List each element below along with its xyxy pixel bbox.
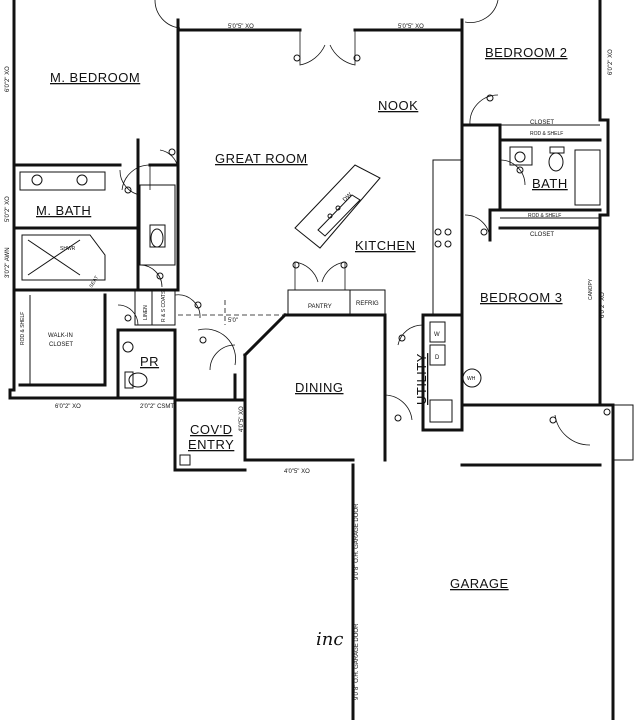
label-water-heater: WH — [467, 376, 476, 382]
kitchen-island — [294, 164, 381, 249]
dimension-notes: 5'0"5" XO 5'0"5" XO 6'0"2" XO 6'0"2" XO … — [5, 24, 614, 700]
room-labels: M. BEDROOM BEDROOM 2 NOOK GREAT ROOM CLO… — [20, 45, 594, 591]
dim-garage-door-lower: 9'0"8" O.H. GARAGE DOOR — [354, 623, 360, 700]
label-closet-lower: CLOSET — [530, 232, 554, 238]
label-dryer: D — [435, 355, 440, 361]
fixtures — [19, 146, 565, 466]
label-rod-shelf-upper: ROD & SHELF — [530, 131, 563, 137]
dim-left-upper-window: 6'0"2" XO — [5, 66, 11, 92]
label-canopy: CANOPY — [588, 278, 594, 300]
label-walk-in-1: WALK-IN — [48, 333, 73, 339]
label-nook: NOOK — [378, 98, 418, 113]
dim-opening: 5'0" — [228, 318, 238, 324]
doors — [117, 0, 634, 461]
dim-top-right-window: 5'0"5" XO — [398, 24, 424, 30]
label-bedroom-2: BEDROOM 2 — [485, 45, 568, 60]
label-bedroom-3: BEDROOM 3 — [480, 290, 563, 305]
label-seat: SEAT — [89, 275, 101, 289]
dim-bath-window: 5'0"2" XO — [5, 196, 11, 222]
label-garage: GARAGE — [450, 576, 509, 591]
label-master-bedroom: M. BEDROOM — [50, 70, 140, 85]
label-kitchen: KITCHEN — [355, 238, 416, 253]
dim-dining-window: 4'0"5" XO — [284, 469, 310, 475]
exterior-walls — [8, 0, 615, 720]
interior-walls — [12, 28, 602, 462]
label-rod-shelf-lower: ROD & SHELF — [528, 213, 561, 219]
dim-garage-door-upper: 9'0"8" O.H. GARAGE DOOR — [354, 503, 360, 580]
label-master-bath: M. BATH — [36, 203, 91, 218]
label-shwr: SHWR — [60, 246, 76, 252]
label-closet-upper: CLOSET — [530, 120, 554, 126]
label-covered-entry-1: COV'D — [190, 422, 233, 437]
dim-pr-window: 2'0"2" CSMT — [140, 404, 174, 410]
label-bath: BATH — [532, 176, 568, 191]
signature: inc — [316, 629, 343, 650]
label-pantry: PANTRY — [308, 304, 332, 310]
label-rod-shelf-walkin: ROD & SHELF — [20, 312, 26, 345]
dim-right-upper-window: 6'0"2" XO — [608, 49, 614, 75]
label-walk-in-2: CLOSET — [49, 342, 73, 348]
dim-bedroom3-window: 6'0"2" XO — [600, 292, 606, 318]
dim-top-left-window: 5'0"5" XO — [228, 24, 254, 30]
label-utility: UTILITY — [414, 353, 429, 405]
dim-shower-window: 3'0"2" AWN — [5, 247, 11, 278]
label-pr: PR — [140, 354, 159, 369]
label-dining: DINING — [295, 380, 344, 395]
label-covered-entry-2: ENTRY — [188, 437, 234, 452]
label-linen: LINEN — [143, 305, 149, 320]
dim-entry-window: 4'0"5" XO — [239, 406, 245, 432]
label-dw: DW — [342, 192, 354, 204]
dim-walkin-window: 6'0"2" XO — [55, 404, 81, 410]
label-great-room: GREAT ROOM — [215, 151, 308, 166]
label-coats: R & S COATS — [161, 290, 167, 322]
label-refrig: REFRIG — [356, 301, 379, 307]
label-washer: W — [434, 332, 440, 338]
